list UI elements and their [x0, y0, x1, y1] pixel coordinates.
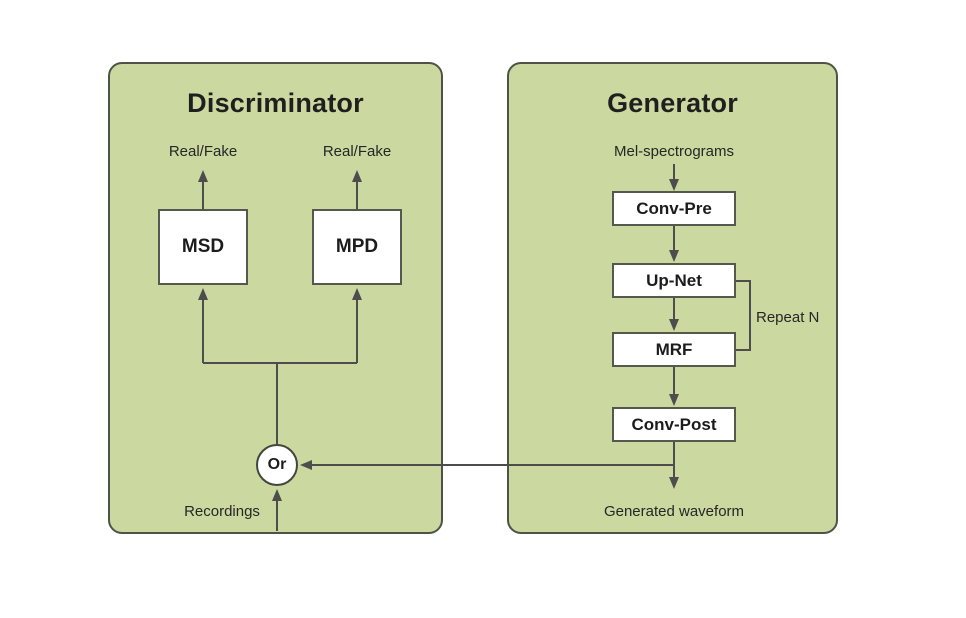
recordings-label: Recordings — [184, 503, 260, 520]
conv-post-node: Conv-Post — [612, 407, 736, 442]
msd-node: MSD — [158, 209, 248, 285]
msd-output-label: Real/Fake — [168, 143, 238, 160]
up-net-node: Up-Net — [612, 263, 736, 298]
mel-spectrograms-label: Mel-spectrograms — [613, 143, 735, 160]
mpd-output-label: Real/Fake — [322, 143, 392, 160]
or-gate-node: Or — [256, 444, 298, 486]
discriminator-title: Discriminator — [187, 88, 364, 118]
generator-title: Generator — [607, 88, 738, 118]
generator-panel — [507, 62, 838, 534]
conv-pre-node: Conv-Pre — [612, 191, 736, 226]
mrf-node: MRF — [612, 332, 736, 367]
repeat-n-label: Repeat N — [756, 309, 820, 326]
generated-waveform-label: Generated waveform — [603, 503, 745, 520]
mpd-node: MPD — [312, 209, 402, 285]
